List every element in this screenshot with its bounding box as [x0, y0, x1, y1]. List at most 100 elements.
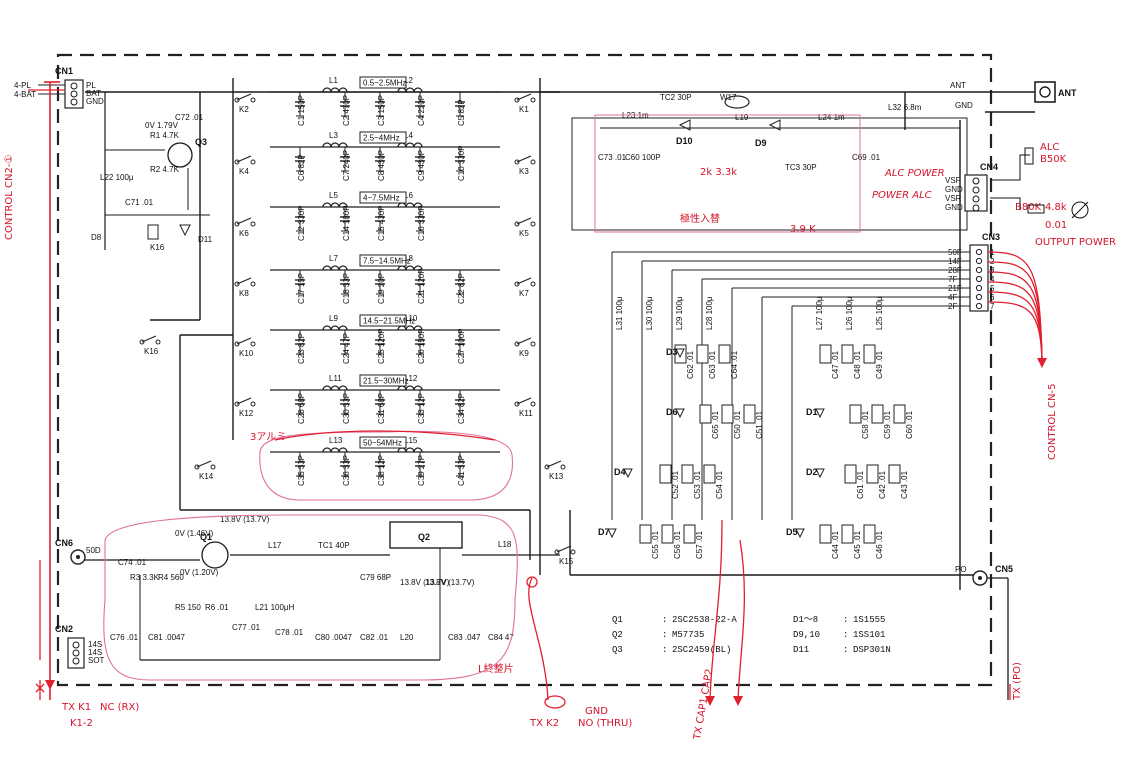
- legend-sep: :: [843, 645, 848, 655]
- relay-coil: [871, 404, 884, 424]
- cn2-label: CN2: [55, 624, 73, 634]
- ant-connector: ANT ANT GND: [950, 81, 1077, 110]
- cn3-pin-number: 3: [990, 266, 995, 275]
- band-label: 4~7.5MHz: [363, 194, 400, 203]
- q3-r1: R1 4.7K: [150, 131, 180, 140]
- c78-label: C78 .01: [275, 628, 304, 637]
- cn3-pin-dot: [975, 275, 983, 283]
- cn3-pin-dot: [975, 284, 983, 292]
- cn4-pin-gnd2: GND: [945, 203, 963, 212]
- note-r-new: 2k 3.3k: [700, 167, 737, 178]
- lpf-capacitor-label: C44 .01: [831, 530, 840, 559]
- c83-label: C83 .047: [448, 633, 481, 642]
- capacitor-label: C7 240P: [342, 150, 351, 181]
- relay-coil: [888, 464, 901, 484]
- cn4-pin-vsf: VSF: [945, 176, 961, 185]
- note-tx-k1: TX K1: [61, 702, 91, 713]
- c79-label: C79 68P: [360, 573, 391, 582]
- note-r-850k: B50K: [1040, 154, 1067, 165]
- lpf-capacitor-label: C57 .01: [695, 530, 704, 559]
- note-alc: ALC: [1040, 142, 1059, 153]
- note-tx-po: TX (PO): [1012, 662, 1023, 701]
- relay-coil: [841, 344, 854, 364]
- r5-label: R5 150: [175, 603, 201, 612]
- q1-label: Q1: [200, 532, 212, 542]
- relay-k2: K2: [234, 93, 256, 114]
- cn4-pin-vsr: VSR: [945, 194, 962, 203]
- note-tx-caps: TX CAP1 CAP2: [692, 668, 715, 742]
- lpf-capacitor-label: C46 .01: [875, 530, 884, 559]
- legend-sep: :: [843, 615, 848, 625]
- cn1-connector: CN1 PL BAT GND 4-PL 4-BAT: [14, 66, 104, 109]
- capacitor-label: C1 150P: [297, 95, 306, 126]
- inductor-label: L10: [404, 314, 418, 323]
- relay-coil: [863, 524, 876, 544]
- inductor-coil: [413, 87, 423, 93]
- note-r-4-8k: 4.8k: [1045, 202, 1067, 213]
- d10-label: D10: [676, 136, 693, 146]
- q1-base-voltage: 0V (1.46V): [175, 529, 214, 538]
- note-power-alc: POWER ALC: [872, 190, 932, 201]
- relay-coil: [819, 344, 832, 364]
- cn4-pin-gnd: GND: [945, 185, 963, 194]
- lpf-capacitor-label: C59 .01: [883, 410, 892, 439]
- relay-label: K15: [559, 557, 574, 566]
- note-k1-2: K1-2: [70, 718, 93, 729]
- inductor-coil: [338, 87, 348, 93]
- inductor-coil: [338, 385, 348, 391]
- l20-label: L20: [400, 633, 414, 642]
- cn1-pin-pl: PL: [86, 81, 96, 90]
- relay-coil: [661, 524, 674, 544]
- parts-legend: Q1:2SC2538-22-AQ2:M57735Q3:2SC2459(BL)D1…: [612, 615, 891, 655]
- relay-coil: [659, 464, 672, 484]
- rail-a-label: 13.8V (13.7V): [400, 578, 450, 587]
- q1-transistor: [201, 541, 229, 569]
- cn1-pin-bat: BAT: [86, 89, 101, 98]
- capacitor-label: C38 12P: [377, 455, 386, 486]
- inductor-label: L9: [329, 314, 338, 323]
- note-no-thru: NO (THRU): [578, 718, 632, 729]
- inductor-coil: [338, 447, 348, 453]
- lpf-inductor-label: L25 100μ: [875, 296, 884, 330]
- lpf-capacitor-label: C60 .01: [905, 410, 914, 439]
- capacitor-label: C10 330P: [457, 145, 466, 181]
- c73-label: C73 .01: [598, 153, 627, 162]
- cn5-connector: CN5 PO: [955, 564, 1013, 700]
- board-outline: [56, 53, 993, 687]
- inductor-label: L7: [329, 254, 338, 263]
- cn2-pin-1: 14S: [88, 640, 102, 649]
- q2-label: Q2: [418, 532, 430, 542]
- relay-coil: [849, 404, 862, 424]
- cn5-sub-label: PO: [955, 565, 967, 574]
- relay-coil: [819, 524, 832, 544]
- inductor-coil: [338, 202, 348, 208]
- capacitor-label: C31 68P: [377, 393, 386, 424]
- capacitor-label: C12 330P: [297, 205, 306, 241]
- l32-label: L32 6.8m: [888, 103, 922, 112]
- relay-k12: K12: [234, 397, 256, 418]
- tc1-label: TC1 40P: [318, 541, 350, 550]
- lpf-capacitor-label: C42 .01: [878, 470, 887, 499]
- l21-label: L21 100μH: [255, 603, 295, 612]
- band-box: [359, 254, 407, 267]
- inductor-coil: [338, 325, 348, 331]
- lpf-inductor-label: L26 100μ: [845, 296, 854, 330]
- relay-label: K8: [239, 289, 249, 298]
- inductor-label: L1: [329, 76, 338, 85]
- capacitor-label: C2 470P: [342, 95, 351, 126]
- diode-label: D7: [598, 527, 610, 537]
- relay-label: K13: [549, 472, 564, 481]
- inductor-label: L5: [329, 191, 338, 200]
- relay-label: K5: [519, 229, 529, 238]
- capacitor-label: C5 82P: [457, 99, 466, 126]
- r6-label: R6 .01: [205, 603, 229, 612]
- lpf-capacitor-label: C55 .01: [651, 530, 660, 559]
- lpf-capacitor-label: C45 .01: [853, 530, 862, 559]
- band-label: 0.5~2.5MHz: [363, 79, 406, 88]
- relay-label: K14: [199, 472, 214, 481]
- lpf-capacitor-label: C64 .01: [730, 350, 739, 379]
- relay-label: K12: [239, 409, 254, 418]
- k16-coil-label: K16: [150, 243, 165, 252]
- legend-sep: :: [662, 630, 667, 640]
